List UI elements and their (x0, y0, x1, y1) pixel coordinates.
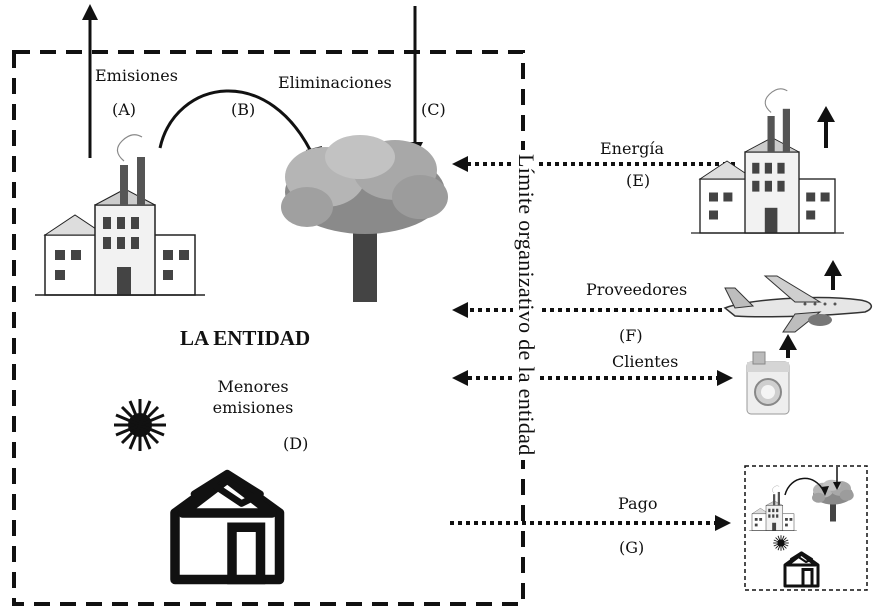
eliminaciones-label: Eliminaciones (278, 73, 392, 92)
airplane-icon (723, 275, 872, 333)
menores-label-line1: Menores (217, 377, 289, 396)
label-g: (G) (619, 538, 645, 557)
washer-emission-arrow (779, 334, 797, 350)
payment-arrowhead (715, 515, 731, 531)
entity-title: LA ENTIDAD (180, 326, 311, 350)
mini-house-icon (783, 550, 820, 588)
pago-label: Pago (618, 494, 658, 513)
emissions-arrowhead (82, 4, 98, 20)
clients-arrowhead-right (717, 370, 733, 386)
boundary-label: Límite organizativo de la entidad (513, 150, 539, 460)
external-factory-icon (690, 88, 845, 234)
mini-sun-icon (772, 534, 790, 552)
energia-label: Energía (600, 139, 664, 158)
emisiones-label: Emisiones (95, 66, 178, 85)
payment-box (744, 465, 868, 591)
label-f: (F) (619, 326, 643, 345)
mini-tree-icon (811, 478, 855, 523)
washing-machine-icon (746, 351, 790, 415)
clientes-label: Clientes (612, 352, 679, 371)
proveedores-label: Proveedores (586, 280, 688, 299)
mini-factory-icon (748, 485, 798, 531)
mini-curve-arrow (784, 477, 825, 496)
label-e: (E) (626, 171, 651, 190)
label-c: (C) (421, 100, 446, 119)
tree-icon (281, 135, 448, 302)
factory-emission-arrow (817, 106, 835, 122)
factory-icon (34, 134, 206, 296)
suppliers-arrowhead-left (452, 302, 468, 318)
house-icon (175, 473, 280, 579)
airplane-emission-arrow (824, 260, 842, 276)
removal-curve-arrow (158, 89, 317, 161)
menores-label-line2: emisiones (212, 398, 294, 417)
label-b: (B) (231, 100, 256, 119)
clients-arrowhead-left (452, 370, 468, 386)
label-a: (A) (112, 100, 137, 119)
energy-arrowhead (452, 156, 468, 172)
sun-icon (112, 397, 168, 453)
label-d: (D) (283, 434, 309, 453)
